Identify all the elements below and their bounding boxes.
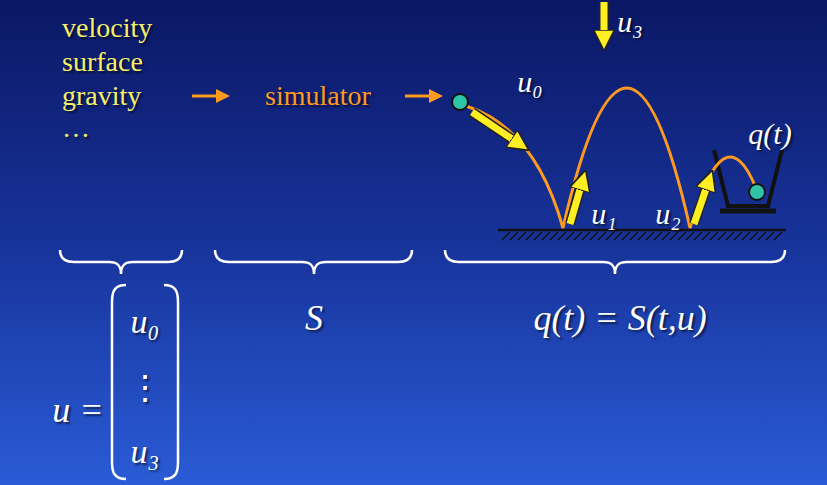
input-label: surface — [62, 48, 143, 76]
ball — [452, 94, 468, 110]
ground — [498, 230, 786, 240]
vector-entry: u₃ — [131, 435, 160, 469]
ball — [749, 184, 765, 200]
input-label: velocity — [62, 14, 152, 42]
vector-label: u₂ — [655, 199, 680, 229]
process-label: simulator — [265, 82, 371, 110]
input-label: … — [62, 114, 90, 142]
equation-text: u = — [52, 392, 103, 428]
vector-entry: u₀ — [131, 305, 160, 339]
input-label: gravity — [62, 82, 141, 110]
velocity-arrow — [472, 2, 707, 224]
vector-bracket — [112, 285, 178, 479]
symbol-label: S — [305, 300, 323, 336]
vector-label: u₃ — [617, 7, 642, 37]
trajectory — [466, 88, 756, 228]
equation-text: q(t) = S(t,u) — [533, 300, 706, 336]
output-label: q(t) — [748, 119, 791, 149]
vector-label: u₀ — [517, 67, 542, 97]
brace — [60, 250, 785, 274]
vector-label: u₁ — [591, 199, 616, 229]
vector-entry: ⋮ — [128, 371, 162, 405]
